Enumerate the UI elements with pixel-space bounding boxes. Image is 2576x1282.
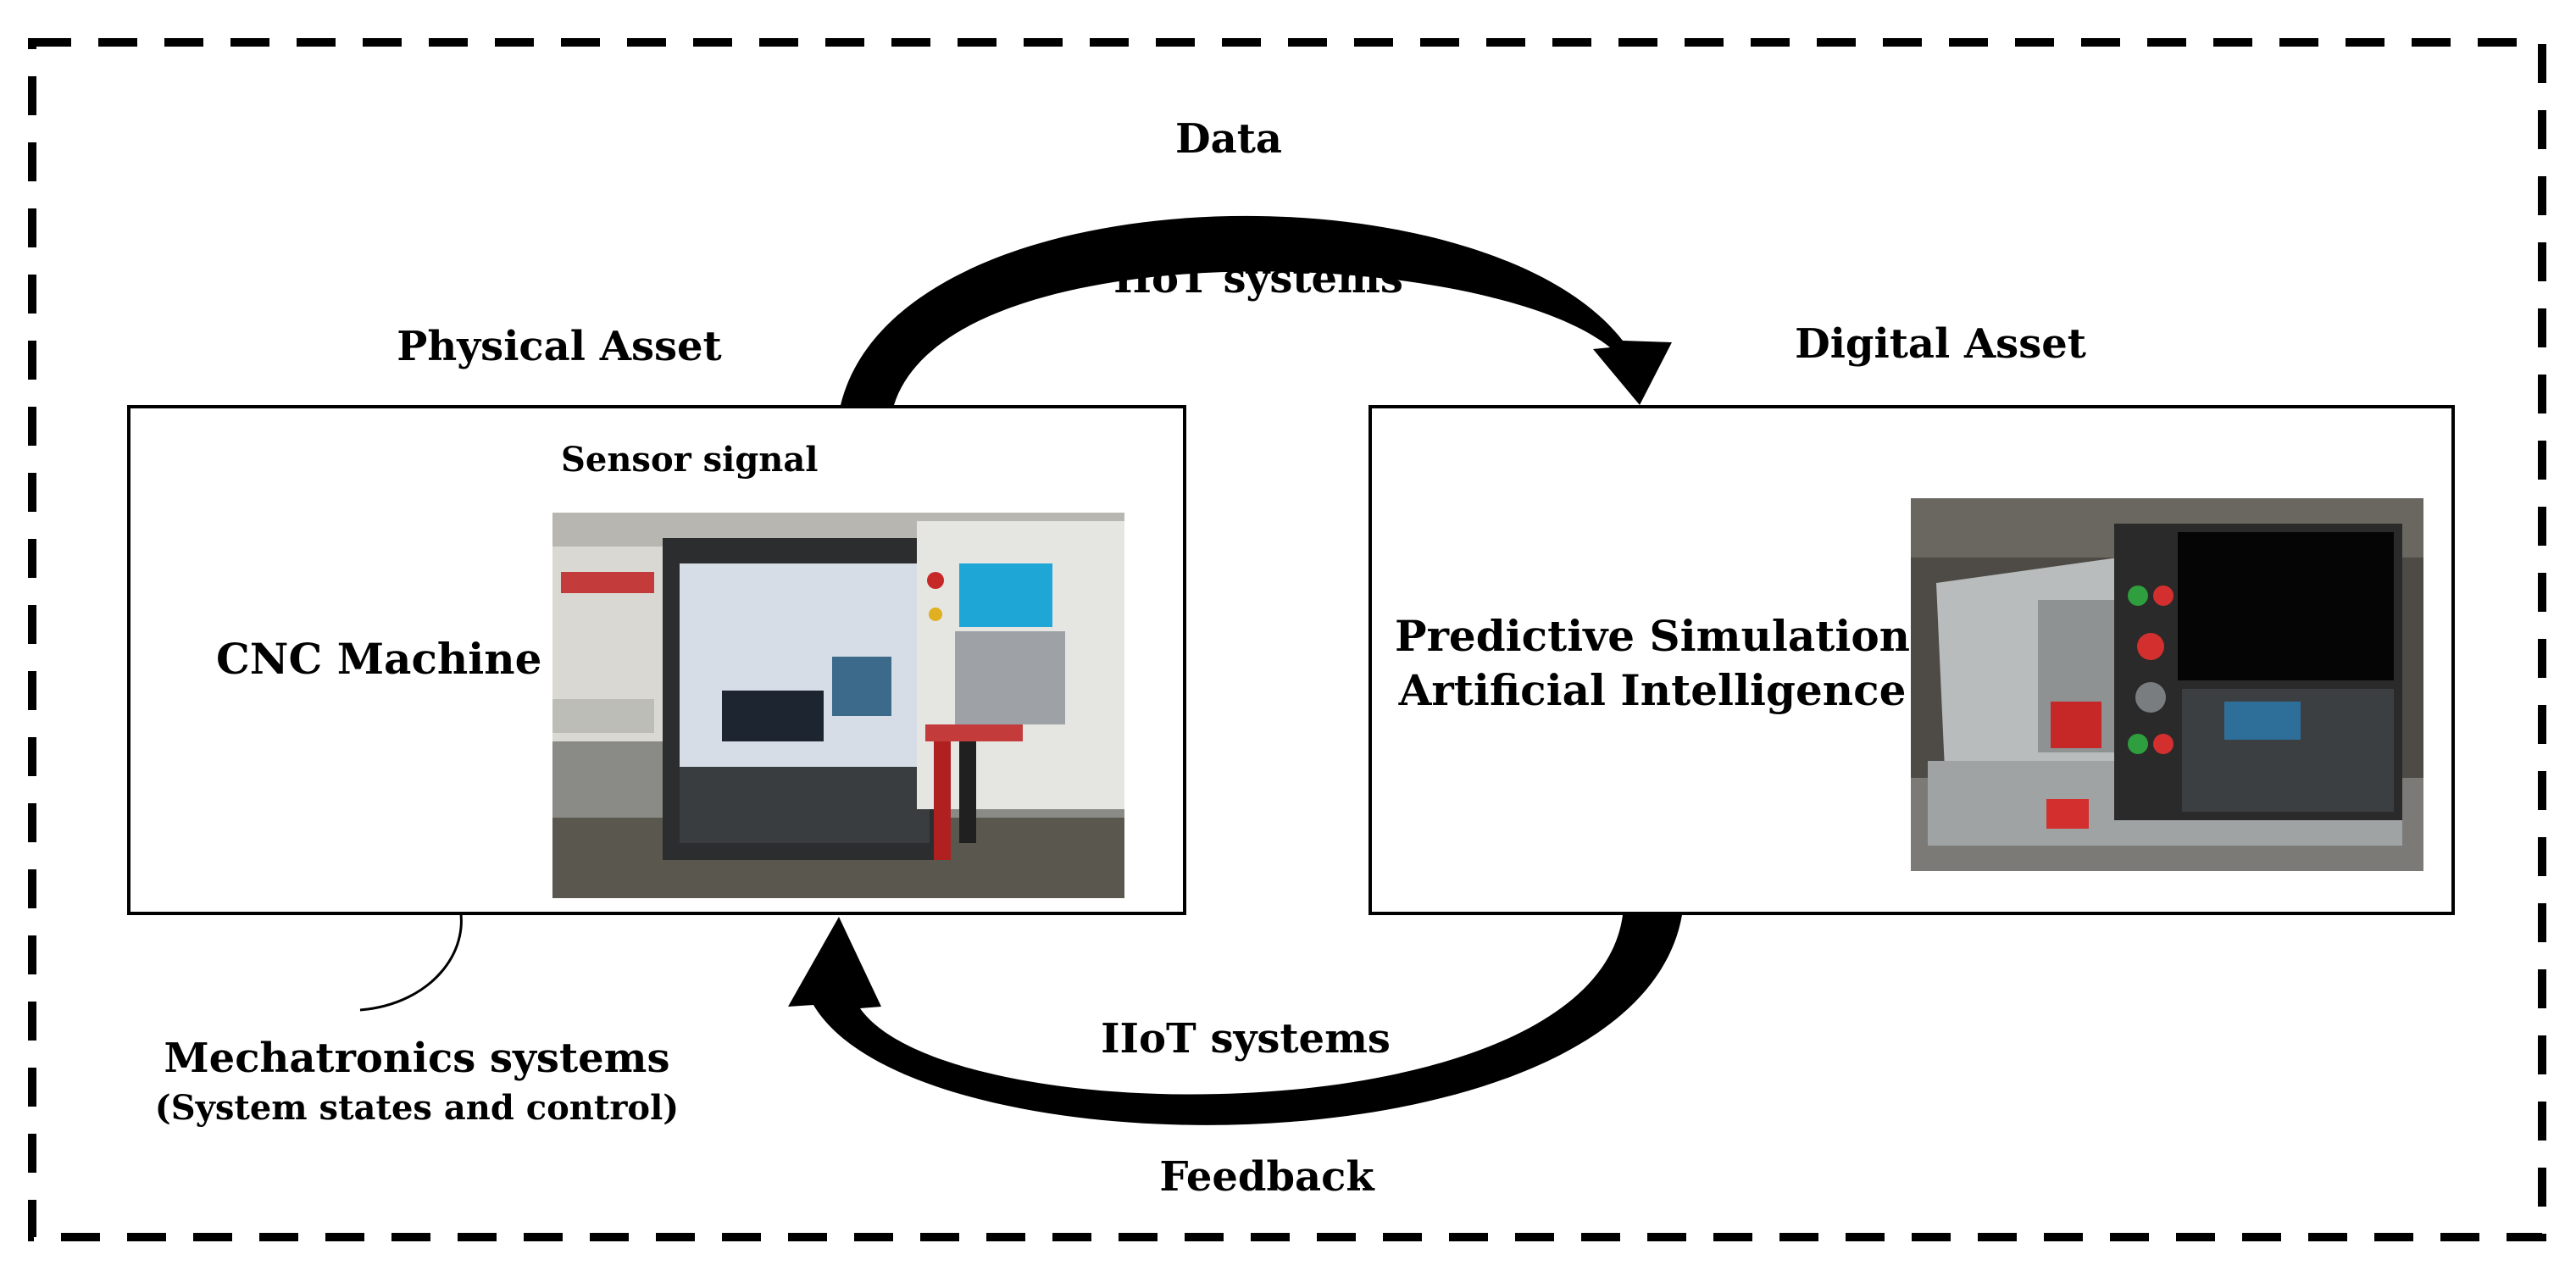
digital-twin-illustration [1911, 498, 2423, 871]
digital-line1-label: Predictive Simulation [1394, 611, 1911, 661]
mechatronics-title: Mechatronics systems [164, 1035, 670, 1082]
feedback-flow-arrow [788, 915, 1682, 1125]
physical-asset-title: Physical Asset [397, 323, 722, 370]
cnc-machine-illustration [552, 513, 1124, 898]
digital-twin-render [1911, 498, 2423, 871]
data-label: Data [1175, 115, 1282, 163]
cnc-machine-photo [552, 513, 1124, 898]
digital-asset-title: Digital Asset [1795, 320, 2086, 368]
data-flow-arrow [841, 215, 1672, 405]
cnc-machine-label: CNC Machine [216, 634, 542, 684]
top-channel-label: IIoT systems [1113, 255, 1403, 302]
mechatronics-subtitle: (System states and control) [154, 1088, 680, 1128]
digital-line2-label: Artificial Intelligence [1398, 665, 1907, 715]
outer-dashed-frame [28, 38, 2546, 1241]
sensor-signal-label: Sensor signal [561, 440, 819, 480]
feedback-label: Feedback [1159, 1153, 1374, 1201]
bottom-channel-label: IIoT systems [1101, 1015, 1391, 1063]
